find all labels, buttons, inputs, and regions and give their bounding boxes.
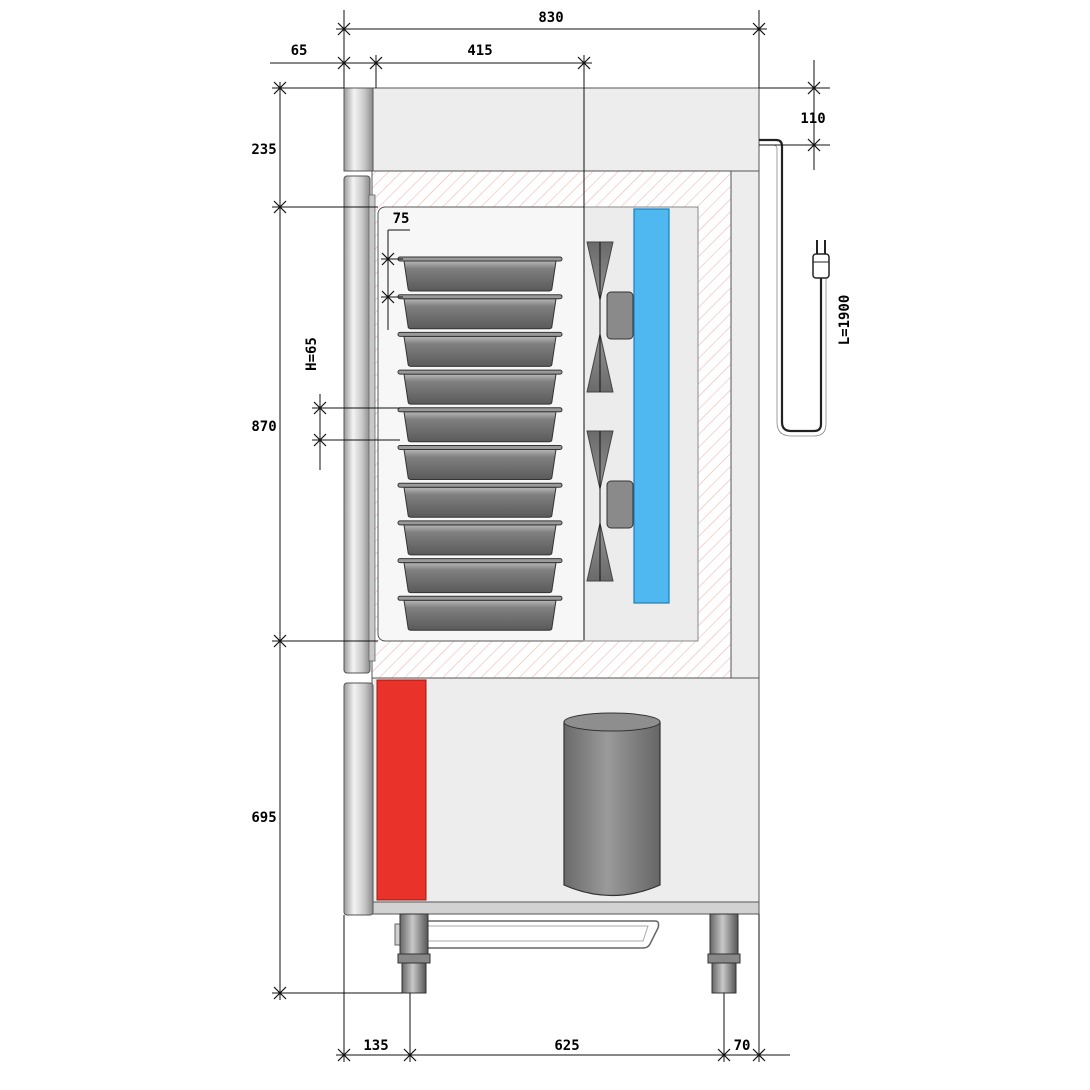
fan-motor-upper [606, 291, 634, 340]
condenser-unit [376, 679, 427, 901]
rear-panel [730, 170, 760, 679]
power-cable [759, 138, 830, 437]
base-frame [371, 901, 760, 915]
label-pitch: 75 [393, 211, 410, 227]
leg-rear [707, 913, 741, 994]
fan-upper [586, 241, 634, 393]
label-base-height: 695 [251, 810, 276, 826]
tray-rack [397, 256, 563, 631]
tray [397, 558, 563, 594]
evaporator-coil [633, 208, 670, 604]
plug-icon [812, 240, 830, 279]
top-control-panel [371, 87, 760, 172]
label-rack-depth: 415 [467, 43, 492, 59]
tray [397, 482, 563, 518]
tray [397, 294, 563, 330]
label-cabinet-height: 870 [251, 419, 276, 435]
door-gasket [368, 194, 376, 662]
label-overall-width: 830 [538, 10, 563, 26]
label-tray-height: H=65 [304, 337, 320, 371]
label-foot-span: 625 [554, 1038, 579, 1054]
tray [397, 256, 563, 292]
tray [397, 595, 563, 631]
label-top-offset: 110 [800, 111, 825, 127]
leg-front [397, 913, 431, 994]
doors [343, 87, 376, 916]
tray [397, 407, 563, 443]
tray [397, 445, 563, 480]
dimension-lines [270, 10, 830, 1062]
drip-tray [394, 920, 660, 949]
top-door [343, 87, 374, 172]
fan-lower [586, 430, 634, 582]
main-door [343, 175, 371, 674]
compressor [563, 712, 661, 897]
lower-door [343, 682, 374, 916]
tray [397, 331, 563, 367]
label-rear-foot: 70 [734, 1038, 751, 1054]
label-top-height: 235 [251, 142, 276, 158]
label-door-depth: 65 [291, 43, 308, 59]
label-front-foot: 135 [363, 1038, 388, 1054]
fan-motor-lower [606, 480, 634, 529]
label-cable-length: L=1900 [837, 295, 853, 346]
dimension-labels: 830 65 415 110 235 75 H=65 870 695 L=190… [251, 10, 853, 1054]
tray [397, 369, 563, 405]
tray [397, 520, 563, 556]
